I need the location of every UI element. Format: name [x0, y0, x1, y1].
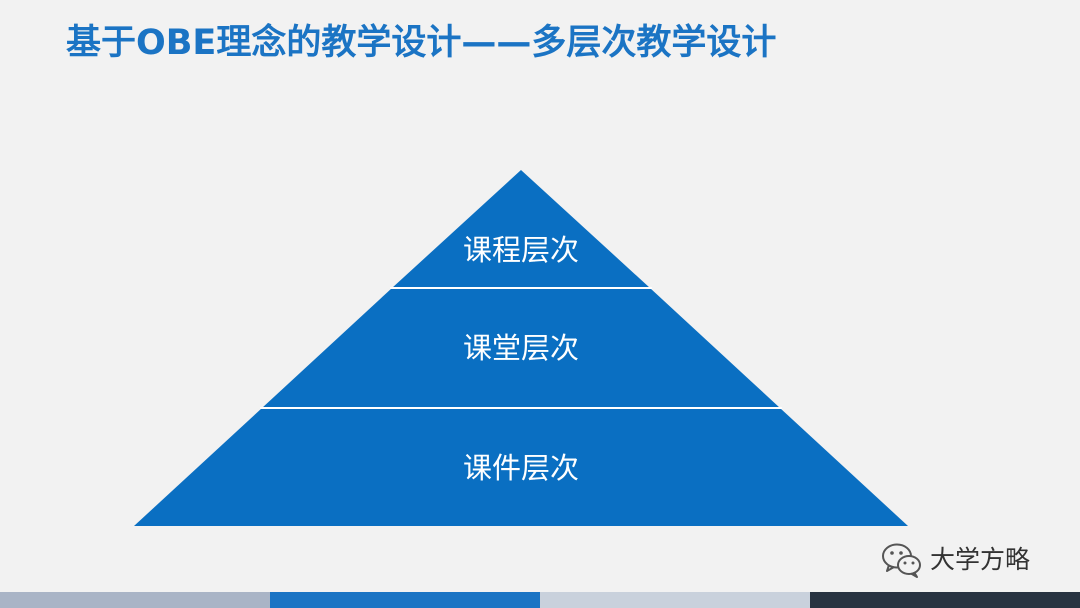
pyramid-level-courseware: [134, 408, 908, 526]
slide-title: 基于OBE理念的教学设计——多层次教学设计: [66, 23, 777, 63]
watermark-text: 大学方略: [930, 545, 1031, 574]
pyramid-label-courseware: 课件层次: [463, 451, 579, 485]
footer-segment-4: [810, 592, 1080, 608]
footer-segment-1: [0, 592, 270, 608]
pyramid-level-classroom: [262, 288, 780, 408]
wechat-icon: [882, 543, 921, 578]
footer-segment-2: [270, 592, 540, 608]
pyramid-label-course: 课程层次: [463, 233, 579, 267]
watermark: 大学方略: [880, 540, 1030, 580]
footer-bar: [0, 592, 1080, 608]
pyramid-label-classroom: 课堂层次: [463, 331, 579, 365]
footer-segment-3: [540, 592, 810, 608]
pyramid-level-course: [392, 170, 650, 288]
